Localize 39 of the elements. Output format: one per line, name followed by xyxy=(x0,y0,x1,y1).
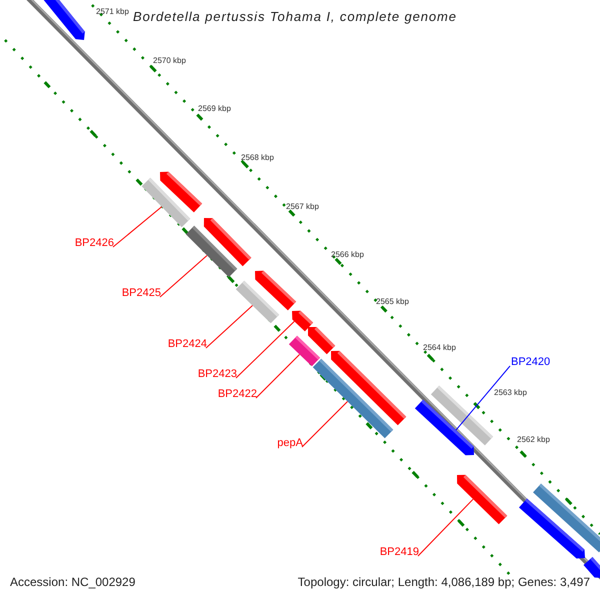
gene-label: BP2425 xyxy=(122,287,161,299)
gene-block xyxy=(236,280,280,324)
gene-label: BP2420 xyxy=(511,356,550,368)
gene-block xyxy=(186,226,238,278)
gene-block xyxy=(142,178,190,228)
leader-line xyxy=(206,305,253,348)
tick-label: 2571 kbp xyxy=(96,7,129,17)
gene-label: BP2423 xyxy=(198,368,237,380)
gene-block xyxy=(312,358,394,438)
tick-label: 2569 kbp xyxy=(198,104,231,114)
leader-line xyxy=(112,206,162,248)
accession-text: Accession: NC_002929 xyxy=(10,575,136,589)
gene-feature xyxy=(292,310,314,332)
tick-label: 2570 kbp xyxy=(153,56,186,66)
tick-label: 2565 kbp xyxy=(376,297,409,307)
tick-label: 2562 kbp xyxy=(517,435,550,445)
gene-feature xyxy=(519,498,585,558)
tick-label: 2567 kbp xyxy=(286,202,319,212)
gene-label: BP2419 xyxy=(380,546,419,558)
gene-label: pepA xyxy=(277,437,303,449)
leader-line xyxy=(236,320,295,378)
leader-line xyxy=(418,498,474,556)
gene-label: BP2426 xyxy=(74,237,114,249)
leader-line xyxy=(256,354,300,398)
genome-info-text: Topology: circular; Length: 4,086,189 bp; Genes: 3,497 xyxy=(298,575,590,589)
tick-label: 2568 kbp xyxy=(241,153,274,163)
leader-line xyxy=(456,366,510,431)
title: Bordetella pertussis Tohama I, complete genome xyxy=(133,9,457,24)
leader-line xyxy=(302,401,348,448)
gene-label: BP2424 xyxy=(168,338,207,350)
gene-label: BP2422 xyxy=(218,388,257,400)
leader-line xyxy=(160,255,208,298)
tick-label: 2564 kbp xyxy=(423,343,456,353)
gene-feature xyxy=(414,400,474,456)
tick-label: 2563 kbp xyxy=(494,388,527,398)
gene-block xyxy=(288,336,320,366)
gene-feature xyxy=(584,557,600,578)
tick-label: 2566 kbp xyxy=(331,250,364,260)
gene-feature xyxy=(457,474,508,524)
